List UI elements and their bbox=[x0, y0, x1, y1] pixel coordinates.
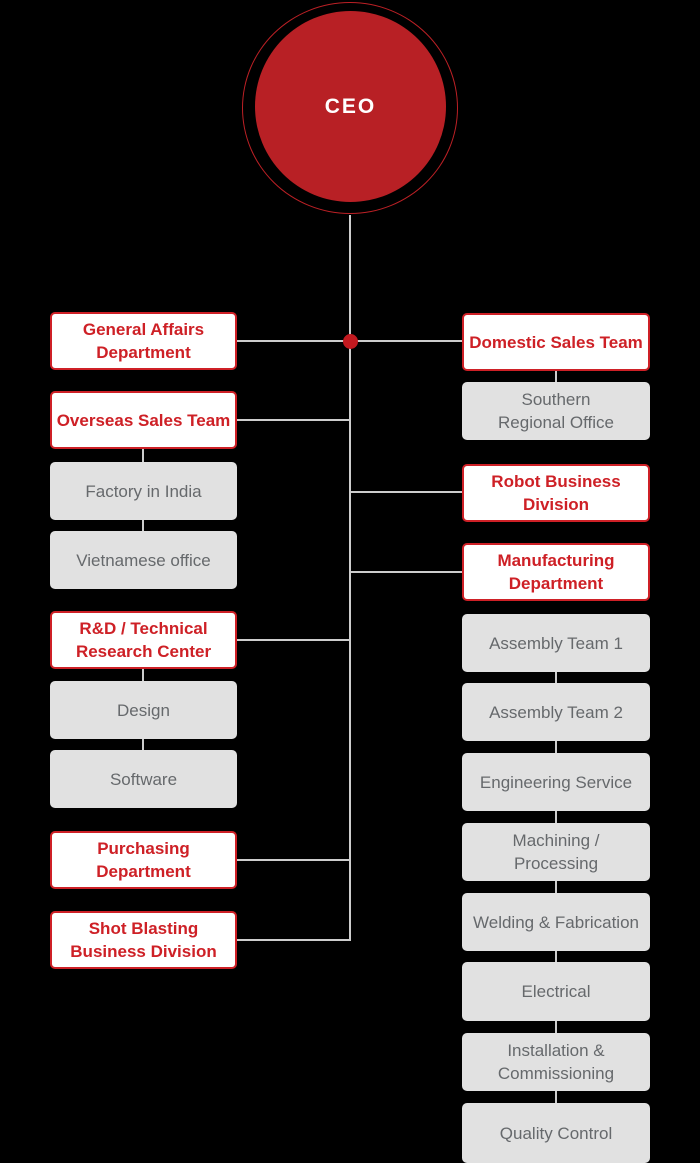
node-assembly-team-1: Assembly Team 1 bbox=[462, 614, 650, 672]
node-vietnamese-office: Vietnamese office bbox=[50, 531, 237, 589]
node-factory-in-india: Factory in India bbox=[50, 462, 237, 520]
connector-rnd-design bbox=[142, 669, 144, 681]
connector-purchasing bbox=[237, 859, 350, 861]
connector-overseas-factory bbox=[142, 449, 144, 462]
node-design: Design bbox=[50, 681, 237, 739]
junction-dot bbox=[343, 334, 358, 349]
node-ceo: CEO bbox=[255, 11, 446, 202]
connector-shot-blasting bbox=[237, 939, 350, 941]
connector-manufacturing bbox=[350, 571, 462, 573]
node-robot-business-division: Robot Business Division bbox=[462, 464, 650, 522]
node-shot-blasting-business-division: Shot Blasting Business Division bbox=[50, 911, 237, 969]
node-welding-fabrication: Welding & Fabrication bbox=[462, 893, 650, 951]
node-manufacturing-department: Manufacturing Department bbox=[462, 543, 650, 601]
connector-rnd bbox=[237, 639, 350, 641]
connector-robot-business bbox=[350, 491, 462, 493]
node-rnd-technical-research-center: R&D / Technical Research Center bbox=[50, 611, 237, 669]
connector-domestic-southern bbox=[555, 371, 557, 382]
node-domestic-sales-team: Domestic Sales Team bbox=[462, 313, 650, 371]
node-quality-control: Quality Control bbox=[462, 1103, 650, 1163]
node-electrical: Electrical bbox=[462, 962, 650, 1021]
node-software: Software bbox=[50, 750, 237, 808]
node-purchasing-department: Purchasing Department bbox=[50, 831, 237, 889]
connector-welding-electrical bbox=[555, 951, 557, 962]
connector-overseas-sales bbox=[237, 419, 350, 421]
ceo-outline-ring bbox=[242, 2, 458, 214]
node-general-affairs-department: General Affairs Department bbox=[50, 312, 237, 370]
node-assembly-team-2: Assembly Team 2 bbox=[462, 683, 650, 741]
connector-machining-welding bbox=[555, 881, 557, 893]
connector-factory-vietnamese bbox=[142, 520, 144, 531]
connector-engineering-machining bbox=[555, 811, 557, 823]
node-overseas-sales-team: Overseas Sales Team bbox=[50, 391, 237, 449]
connector-electrical-installation bbox=[555, 1020, 557, 1033]
node-engineering-service: Engineering Service bbox=[462, 753, 650, 811]
node-installation-commissioning: Installation & Commissioning bbox=[462, 1033, 650, 1091]
node-southern-regional-office: Southern Regional Office bbox=[462, 382, 650, 440]
connector-design-software bbox=[142, 739, 144, 750]
connector-assembly1-assembly2 bbox=[555, 672, 557, 683]
connector-spine bbox=[349, 215, 351, 941]
node-machining-processing: Machining / Processing bbox=[462, 823, 650, 881]
connector-assembly2-engineering bbox=[555, 741, 557, 753]
connector-installation-quality bbox=[555, 1091, 557, 1103]
